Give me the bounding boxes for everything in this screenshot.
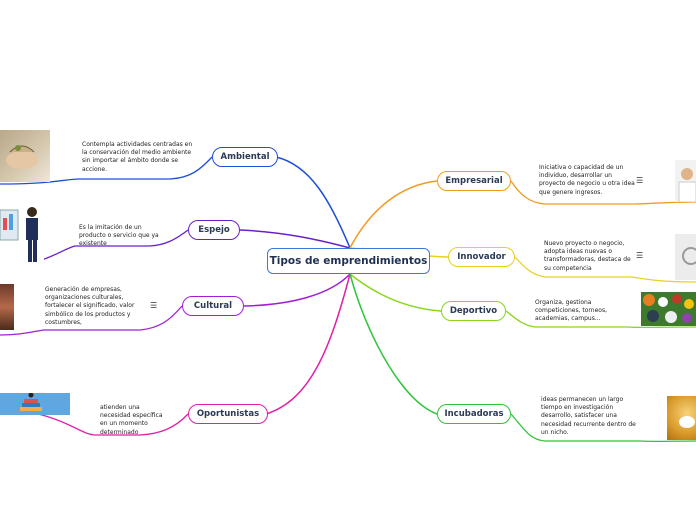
note-cultural: Generación de empresas, organizaciones c… <box>45 286 135 326</box>
sub-line-incubadoras <box>510 413 696 443</box>
branch-line-espejo <box>239 229 351 249</box>
node-oportunistas[interactable]: Oportunistas <box>188 404 268 424</box>
note-espejo: Es la imitación de un producto o servici… <box>79 224 159 248</box>
image-innovador <box>675 234 696 280</box>
sub-line-innovador <box>514 256 696 283</box>
image-deportivo <box>641 292 696 326</box>
node-ambiental[interactable]: Ambiental <box>212 147 278 167</box>
note-empresarial: Iniciativa o capacidad de un individuo, … <box>539 164 635 196</box>
menu-icon[interactable]: ☰ <box>150 301 158 310</box>
branch-line-incubadoras <box>349 273 438 415</box>
menu-icon[interactable]: ☰ <box>636 176 644 185</box>
note-deportivo: Organiza, gestiona competiciones, torneo… <box>535 299 607 323</box>
node-cultural[interactable]: Cultural <box>182 296 244 316</box>
branch-line-deportivo <box>349 273 442 312</box>
sub-line-deportivo <box>505 310 696 329</box>
branch-line-oportunistas <box>265 273 351 415</box>
branch-line-empresarial <box>349 180 438 249</box>
node-innovador[interactable]: Innovador <box>448 247 515 267</box>
image-incubadoras <box>667 396 696 440</box>
image-cultural <box>0 284 14 330</box>
central-topic[interactable]: Tipos de emprendimientos <box>267 248 430 274</box>
image-espejo <box>0 198 44 270</box>
image-empresarial <box>675 160 696 202</box>
node-espejo[interactable]: Espejo <box>188 220 240 240</box>
branch-line-cultural <box>243 273 351 307</box>
note-incubadoras: ideas permanecen un largo tiempo en inve… <box>541 396 636 436</box>
note-oportunistas: atienden una necesidad específica en un … <box>100 404 163 436</box>
image-oportunistas <box>0 393 70 415</box>
menu-icon[interactable]: ☰ <box>636 251 644 260</box>
image-ambiental <box>0 130 50 182</box>
note-ambiental: Contempla actividades centradas en la co… <box>82 141 193 173</box>
node-incubadoras[interactable]: Incubadoras <box>437 404 511 424</box>
node-empresarial[interactable]: Empresarial <box>437 171 511 191</box>
sub-line-empresarial <box>510 180 696 205</box>
node-deportivo[interactable]: Deportivo <box>441 301 506 321</box>
branch-line-ambiental <box>275 156 351 249</box>
sub-line-cultural <box>0 305 183 336</box>
note-innovador: Nuevo proyecto o negocio, adopta ideas n… <box>544 240 631 272</box>
sub-line-ambiental <box>0 156 213 185</box>
